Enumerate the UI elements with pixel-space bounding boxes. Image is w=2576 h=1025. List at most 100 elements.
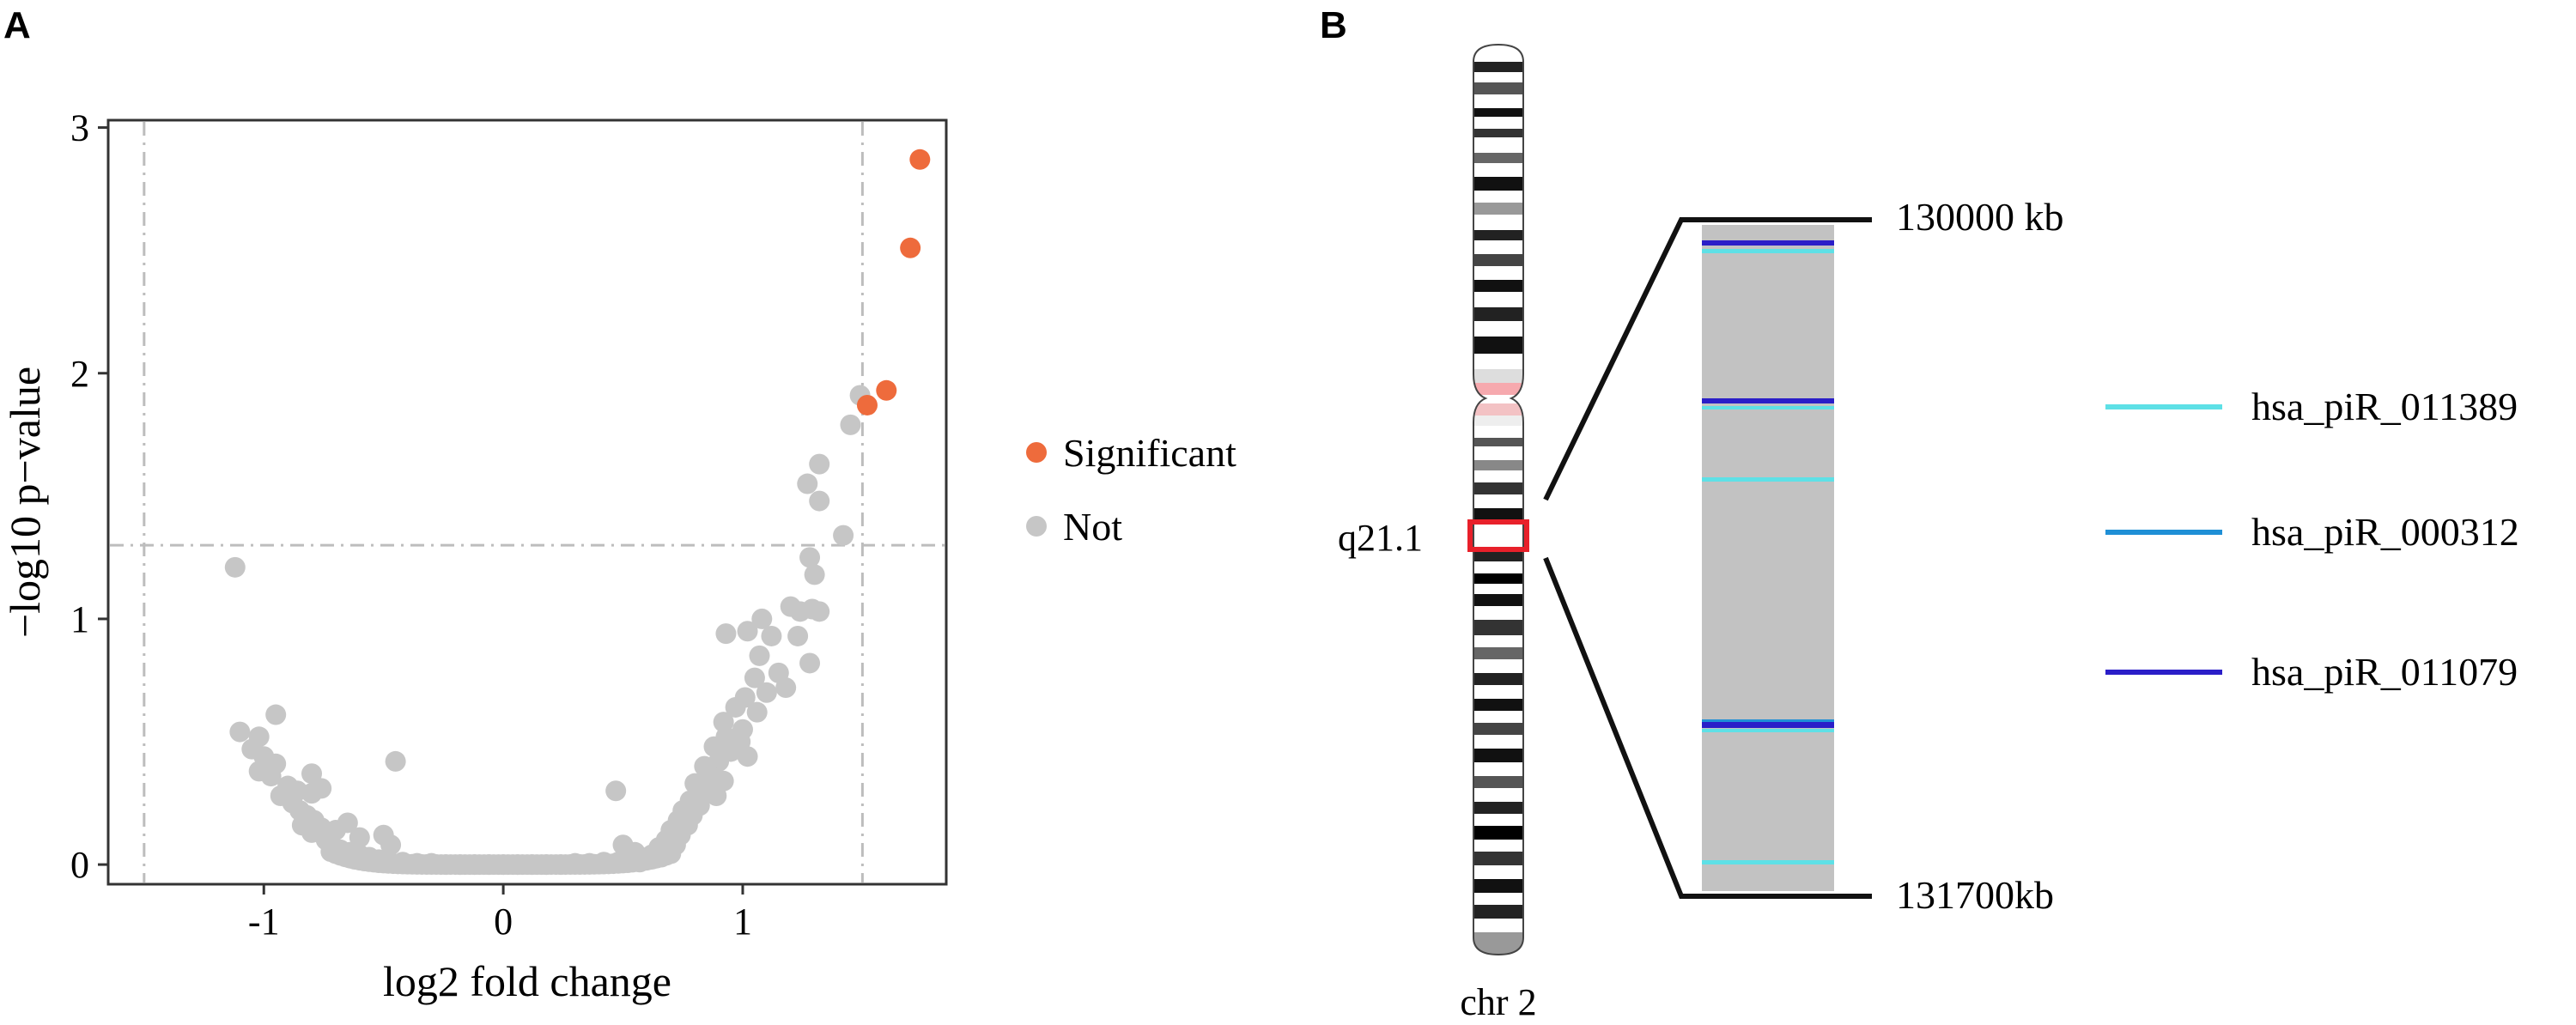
- chromosome-band: [1473, 426, 1523, 438]
- legend-label-011079: hsa_piR_011079: [2251, 650, 2518, 694]
- chromosome-band: [1473, 919, 1523, 932]
- chromosome-band: [1473, 520, 1523, 549]
- chromosome-band: [1473, 905, 1523, 919]
- zoom-line-top: [1543, 217, 1872, 501]
- x-tick-label: 0: [494, 901, 513, 943]
- chromosome-band: [1473, 395, 1523, 403]
- chromosome-ideogram: [1467, 43, 1529, 956]
- legend-b: hsa_piR_011389 hsa_piR_000312 hsa_piR_01…: [2105, 385, 2519, 694]
- data-point-not: [744, 667, 765, 688]
- y-axis-label: −log10 p−value: [1, 367, 49, 638]
- data-point-not: [380, 834, 402, 856]
- locus-band: [1702, 719, 1834, 722]
- panel-b: B q21.1 chr 2 130000 kb 1317: [1320, 4, 2519, 1023]
- data-point-not: [749, 645, 770, 666]
- chromosome-band: [1473, 606, 1523, 620]
- data-point-significant: [909, 149, 931, 170]
- data-point-not: [725, 696, 746, 718]
- chromosome-band: [1473, 893, 1523, 905]
- chromosome-band: [1473, 749, 1523, 762]
- data-point-significant: [900, 237, 921, 258]
- chromosome-band: [1473, 117, 1523, 129]
- data-point-not: [840, 414, 861, 435]
- chromosome-band: [1473, 508, 1523, 520]
- chromosome-band: [1473, 72, 1523, 82]
- chromosome-label: chr 2: [1460, 981, 1536, 1023]
- chromosome-band: [1473, 446, 1523, 460]
- x-tick-label: -1: [248, 901, 280, 943]
- chromosome-band: [1473, 594, 1523, 606]
- data-point-not: [229, 721, 251, 743]
- data-point-not: [301, 763, 323, 785]
- locus-band: [1702, 477, 1834, 482]
- chromosome-band: [1473, 153, 1523, 163]
- chromosome-band: [1473, 482, 1523, 494]
- chromosome-band: [1473, 814, 1523, 826]
- data-point-not: [761, 625, 782, 646]
- data-point-not: [706, 785, 727, 806]
- data-point-not: [799, 547, 821, 568]
- chromosome-band: [1473, 865, 1523, 879]
- x-axis-ticks: -1 0 1: [248, 884, 752, 943]
- chromosome-band: [1473, 635, 1523, 647]
- chromosome-band: [1473, 573, 1523, 584]
- chromosome-band: [1473, 584, 1523, 594]
- x-axis-label: log2 fold change: [383, 957, 671, 1005]
- x-tick-label: 1: [733, 901, 752, 943]
- chromosome-band: [1473, 403, 1523, 415]
- chromosome-band: [1473, 191, 1523, 203]
- locus-band: [1702, 398, 1834, 403]
- chromosome-band: [1473, 254, 1523, 266]
- chromosome-band: [1473, 230, 1523, 240]
- pirna-locus-bands: [1702, 240, 1834, 864]
- chromosome-band: [1473, 203, 1523, 215]
- locus-band: [1702, 722, 1834, 728]
- chromosome-band: [1473, 163, 1523, 177]
- chromosome-band: [1473, 879, 1523, 893]
- y-tick-label: 1: [70, 598, 89, 640]
- chromosome-band: [1473, 383, 1523, 395]
- data-point-significant: [856, 394, 878, 415]
- data-point-not: [715, 623, 737, 645]
- data-point-not: [809, 453, 830, 475]
- data-point-not: [833, 525, 854, 546]
- legend-not-label: Not: [1063, 505, 1122, 549]
- data-point-not: [775, 677, 797, 699]
- region-highlight-box: [1467, 519, 1529, 552]
- data-point-not: [737, 621, 758, 642]
- chromosome-band: [1473, 240, 1523, 254]
- chromosome-band: [1473, 561, 1523, 573]
- chromosome-band: [1473, 415, 1523, 426]
- chromosome-band: [1473, 108, 1523, 117]
- legend-label-000312: hsa_piR_000312: [2251, 510, 2519, 554]
- zoom-region-column: [1702, 225, 1834, 891]
- chromosome-band: [1473, 852, 1523, 865]
- data-point-not: [605, 780, 627, 802]
- chromosome-band: [1473, 354, 1523, 369]
- data-point-not: [751, 608, 773, 629]
- chromosome-band: [1473, 826, 1523, 840]
- chromosome-band: [1473, 137, 1523, 153]
- data-point-not: [337, 812, 358, 834]
- zoom-line-bottom: [1543, 556, 1872, 899]
- chromosome-band: [1473, 280, 1523, 292]
- threshold-lines: [110, 122, 945, 882]
- data-point-not: [809, 601, 830, 622]
- data-point-not: [660, 843, 682, 864]
- chromosome-band: [1473, 685, 1523, 699]
- chromosome-band: [1473, 788, 1523, 802]
- data-point-not: [797, 473, 818, 494]
- chromosome-band: [1473, 470, 1523, 482]
- chromosome-band: [1473, 369, 1523, 383]
- chromosome-band: [1473, 266, 1523, 280]
- data-point-not: [789, 601, 811, 622]
- legend-not-marker: [1026, 516, 1047, 537]
- chromosome-band: [1473, 699, 1523, 711]
- panel-b-letter: B: [1320, 4, 1347, 46]
- chromosome-band: [1473, 802, 1523, 814]
- chromosome-band: [1473, 711, 1523, 723]
- data-point-not: [737, 746, 758, 767]
- chromosome-band: [1473, 215, 1523, 230]
